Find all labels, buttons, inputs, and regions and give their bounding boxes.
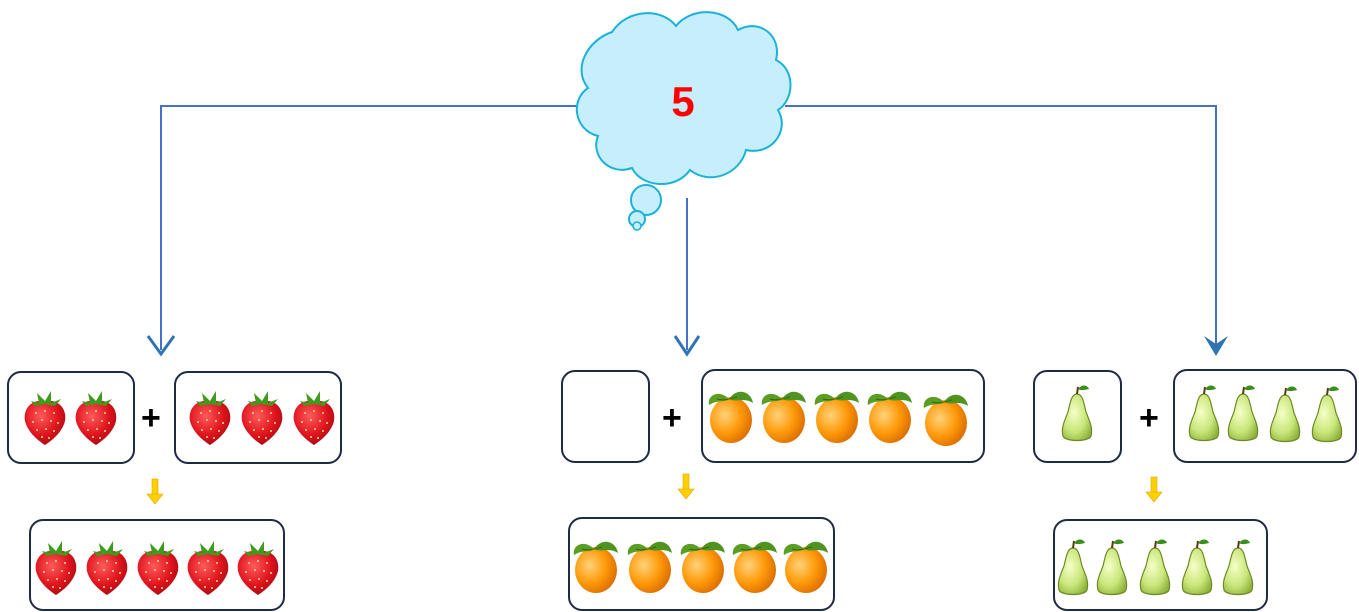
plus-sign-pear: +	[1139, 399, 1159, 437]
orange-left-box-empty	[561, 370, 650, 463]
connector-lines	[160, 105, 1217, 350]
thought-bubble-large	[630, 184, 662, 216]
arrow-head-middle	[673, 335, 701, 357]
orange-result-box	[568, 517, 835, 611]
thought-bubble-small	[632, 221, 642, 231]
arrow-head-left	[146, 335, 176, 357]
arrow-head-right	[1204, 336, 1228, 356]
thought-cloud	[575, 11, 792, 231]
pear-result-box	[1053, 519, 1268, 611]
down-arrow-orange	[677, 473, 695, 500]
pear-left-box	[1033, 370, 1122, 463]
strawberry-left-box	[7, 371, 135, 464]
orange-right-box	[701, 369, 985, 463]
connector-left	[160, 105, 580, 350]
down-arrow-strawberry	[146, 478, 164, 505]
plus-sign-strawberry: +	[141, 399, 161, 437]
down-arrow-pear	[1145, 476, 1163, 503]
strawberry-result-box	[29, 519, 285, 611]
cloud-number: 5	[671, 78, 695, 125]
strawberry-right-box	[174, 371, 342, 464]
pear-right-box	[1173, 369, 1357, 463]
connector-right	[785, 105, 1217, 350]
plus-sign-orange: +	[662, 399, 682, 437]
